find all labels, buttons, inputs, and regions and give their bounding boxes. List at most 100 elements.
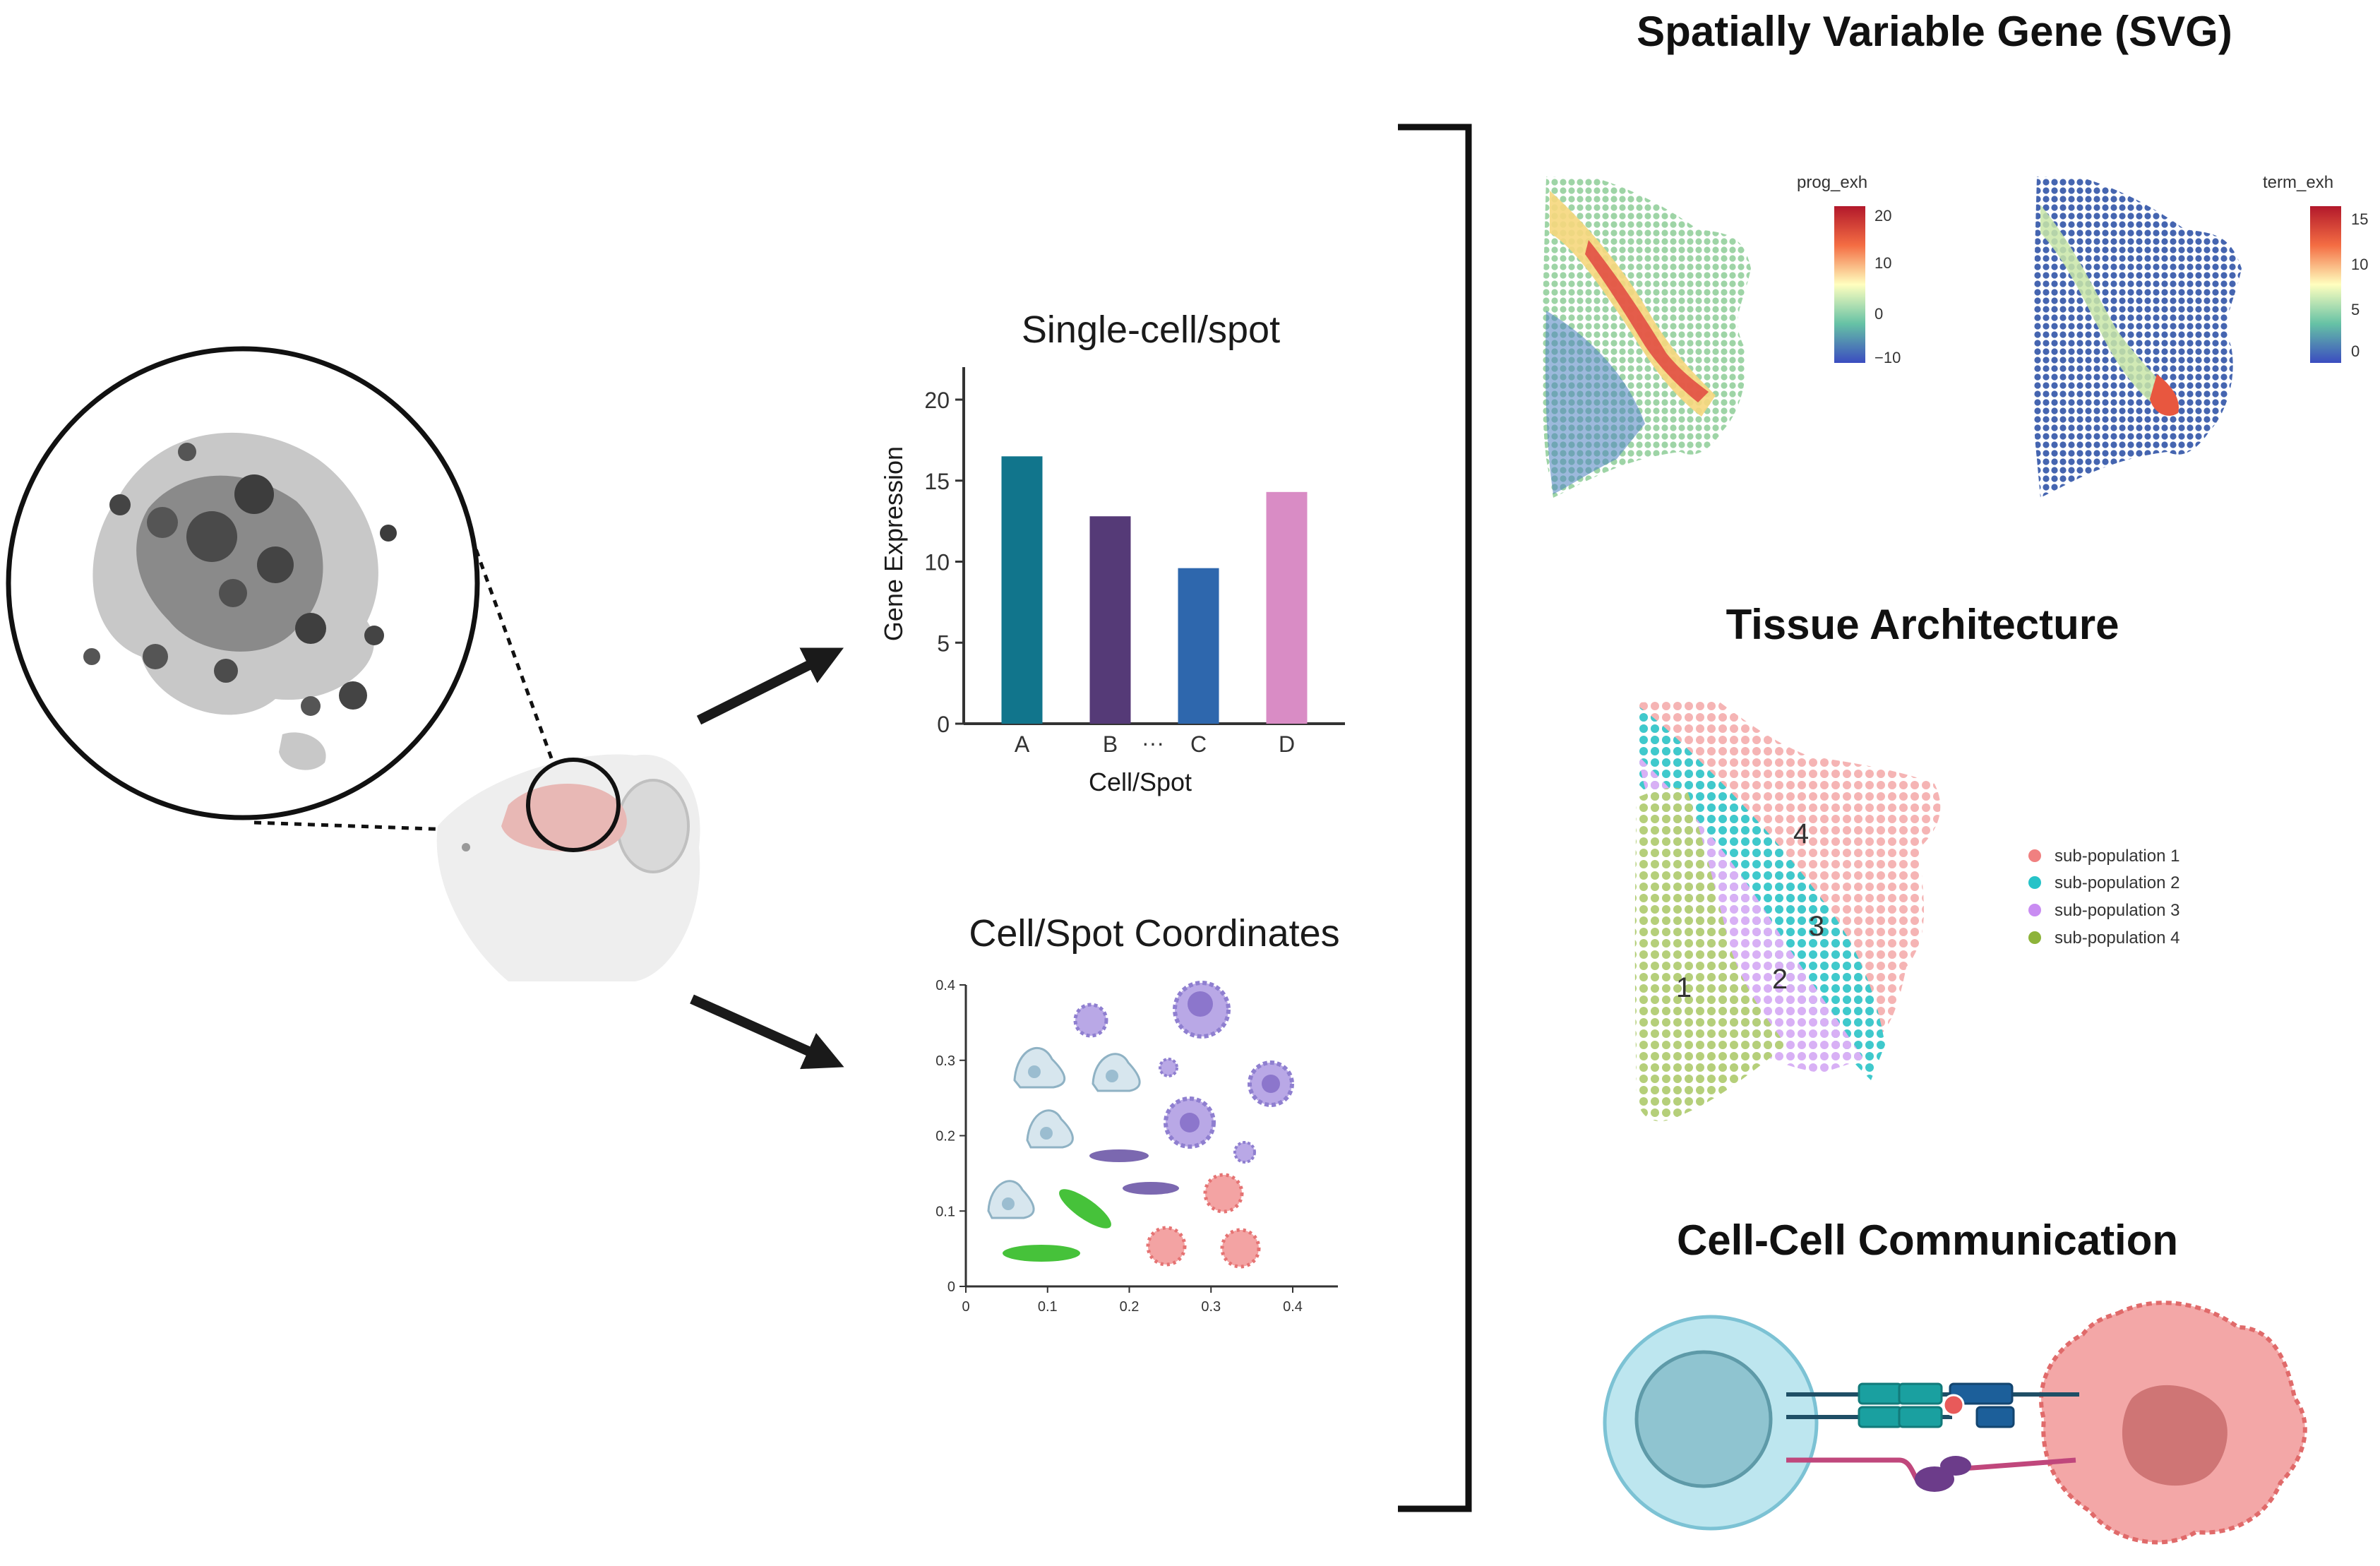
cell-cluster	[380, 525, 397, 542]
cell-cluster	[295, 613, 326, 644]
colorbar-tick: 15	[2351, 210, 2368, 228]
fibroblast-icon	[1003, 1245, 1080, 1262]
binding-site	[1942, 1394, 1965, 1416]
scatter-x-tick-label: 0.4	[1283, 1299, 1303, 1315]
colorbar	[1834, 206, 1865, 363]
grouping-bracket	[1398, 124, 1472, 1512]
cell-cluster	[234, 474, 274, 514]
tumor-mass-dark	[136, 475, 323, 652]
ccc-heading: Cell-Cell Communication	[1677, 1217, 2178, 1264]
bar-x-tick-label: B	[1103, 731, 1118, 757]
bar-chart-title: Single-cell/spot	[1022, 309, 1280, 351]
receptor-block	[1898, 1406, 1943, 1428]
tissue-legend: sub-population 1 sub-population 2 sub-po…	[2028, 847, 2179, 948]
bar-chart-panel: Single-cell/spot Gene Expression Cell/Sp…	[879, 309, 1345, 796]
legend-swatch	[2028, 931, 2041, 944]
bar-y-tick-label: 20	[924, 388, 950, 413]
fibroblast-icon	[1059, 1189, 1111, 1229]
epithelial-cell-icon	[1013, 1046, 1066, 1089]
cell-cluster	[339, 681, 367, 710]
cell-cluster	[214, 659, 238, 683]
scatter-y-tick-label: 0.2	[935, 1129, 955, 1144]
fibroblast-icon	[1089, 1149, 1149, 1162]
bar-chart-ylabel: Gene Expression	[879, 446, 908, 641]
svg-heading: Spatially Variable Gene (SVG)	[1637, 8, 2232, 55]
scatter-y-tick-label: 0.4	[935, 978, 955, 993]
bar-bars	[1001, 456, 1308, 724]
cell-cluster	[364, 626, 384, 645]
bar-y-tick-label: 10	[924, 550, 950, 575]
legend-swatch	[2028, 876, 2041, 889]
tumor-cell-icon	[1146, 1226, 1187, 1267]
cell-cluster	[219, 579, 247, 607]
cell-cluster	[83, 648, 100, 665]
colorbar-tick: 10	[1874, 254, 1891, 272]
tumor-cell-icon	[1220, 1228, 1261, 1269]
region-label-3: 3	[1809, 911, 1824, 942]
bar-D	[1266, 491, 1308, 724]
low-region	[1545, 311, 1645, 494]
scatter-panel: Cell/Spot Coordinates 0 0.1 0.2 0.3 0.4 0 0.1 0…	[935, 912, 1339, 1315]
mouse-ear	[616, 779, 690, 873]
scatter-x-tick-label: 0.1	[1038, 1299, 1058, 1315]
legend-title: term_exh	[2263, 173, 2333, 192]
scatter-y-tick-label: 0	[947, 1279, 955, 1295]
region-label-4: 4	[1793, 818, 1809, 849]
tumor-satellite	[279, 732, 326, 770]
colorbar-tick: 0	[2351, 342, 2360, 360]
legend-label: sub-population 4	[2055, 928, 2179, 948]
arrow-to-bar	[696, 647, 844, 725]
scatter-y-tick-label: 0.1	[935, 1204, 955, 1219]
colorbar-tick: 5	[2351, 301, 2360, 318]
legend-label: sub-population 1	[2055, 847, 2179, 866]
bar-y-tick-label: 0	[937, 712, 950, 737]
mouse-zoom-circle	[526, 758, 621, 852]
bar-A	[1001, 456, 1043, 724]
colorbar	[2310, 206, 2341, 363]
receptor-block	[1898, 1382, 1943, 1405]
receptor-block	[1858, 1406, 1903, 1428]
cell-nucleus	[1180, 1113, 1200, 1132]
bar-x-tick-label: A	[1015, 731, 1030, 757]
legend-title: prog_exh	[1797, 173, 1867, 192]
scatter-y-tick-label: 0.3	[935, 1053, 955, 1069]
subpopulation-4-region	[1634, 787, 1786, 1122]
colorbar-tick: −10	[1874, 349, 1901, 366]
legend-swatch	[2028, 849, 2041, 862]
cell-cluster	[147, 507, 178, 538]
immune-cell-nucleus	[1634, 1350, 1773, 1488]
tumor-cell-icon	[1203, 1173, 1244, 1214]
ligand-blob	[1940, 1456, 1971, 1476]
cell-nucleus	[1040, 1127, 1053, 1140]
mouse-brain	[501, 784, 627, 852]
tumor-zoom-illustration	[6, 346, 844, 1070]
bar-ellipsis: ···	[1142, 730, 1164, 755]
region-label-2: 2	[1772, 964, 1788, 995]
bar-x-tick-label: D	[1279, 731, 1295, 757]
subpopulation-2-region	[1638, 706, 1885, 1080]
cell-cluster	[178, 443, 196, 461]
ligand-blob	[1915, 1466, 1954, 1492]
cell-nucleus	[1262, 1075, 1280, 1093]
cell-nucleus	[1028, 1065, 1041, 1078]
cell-cluster	[143, 644, 168, 669]
cell-communication-illustration	[1603, 1301, 2307, 1545]
tissue-architecture-map: 1 2 3 4 sub-population 1 sub-population …	[1634, 699, 2179, 1122]
cell-cluster	[257, 546, 294, 583]
scatter-title: Cell/Spot Coordinates	[969, 912, 1339, 955]
scatter-x-tick-label: 0	[962, 1299, 969, 1315]
svg-map-prog: prog_exh 20 10 0 −10	[1542, 173, 1901, 498]
cell-nucleus	[1188, 991, 1213, 1017]
macrophage-icon	[1073, 1003, 1108, 1038]
colorbar-tick: 20	[1874, 207, 1891, 225]
hotspot-core	[1585, 240, 1709, 402]
bar-y-tick-label: 15	[924, 469, 950, 494]
arrow-to-scatter	[690, 994, 844, 1070]
bar-chart-xlabel: Cell/Spot	[1089, 767, 1192, 796]
colorbar-tick: 0	[1874, 305, 1883, 323]
